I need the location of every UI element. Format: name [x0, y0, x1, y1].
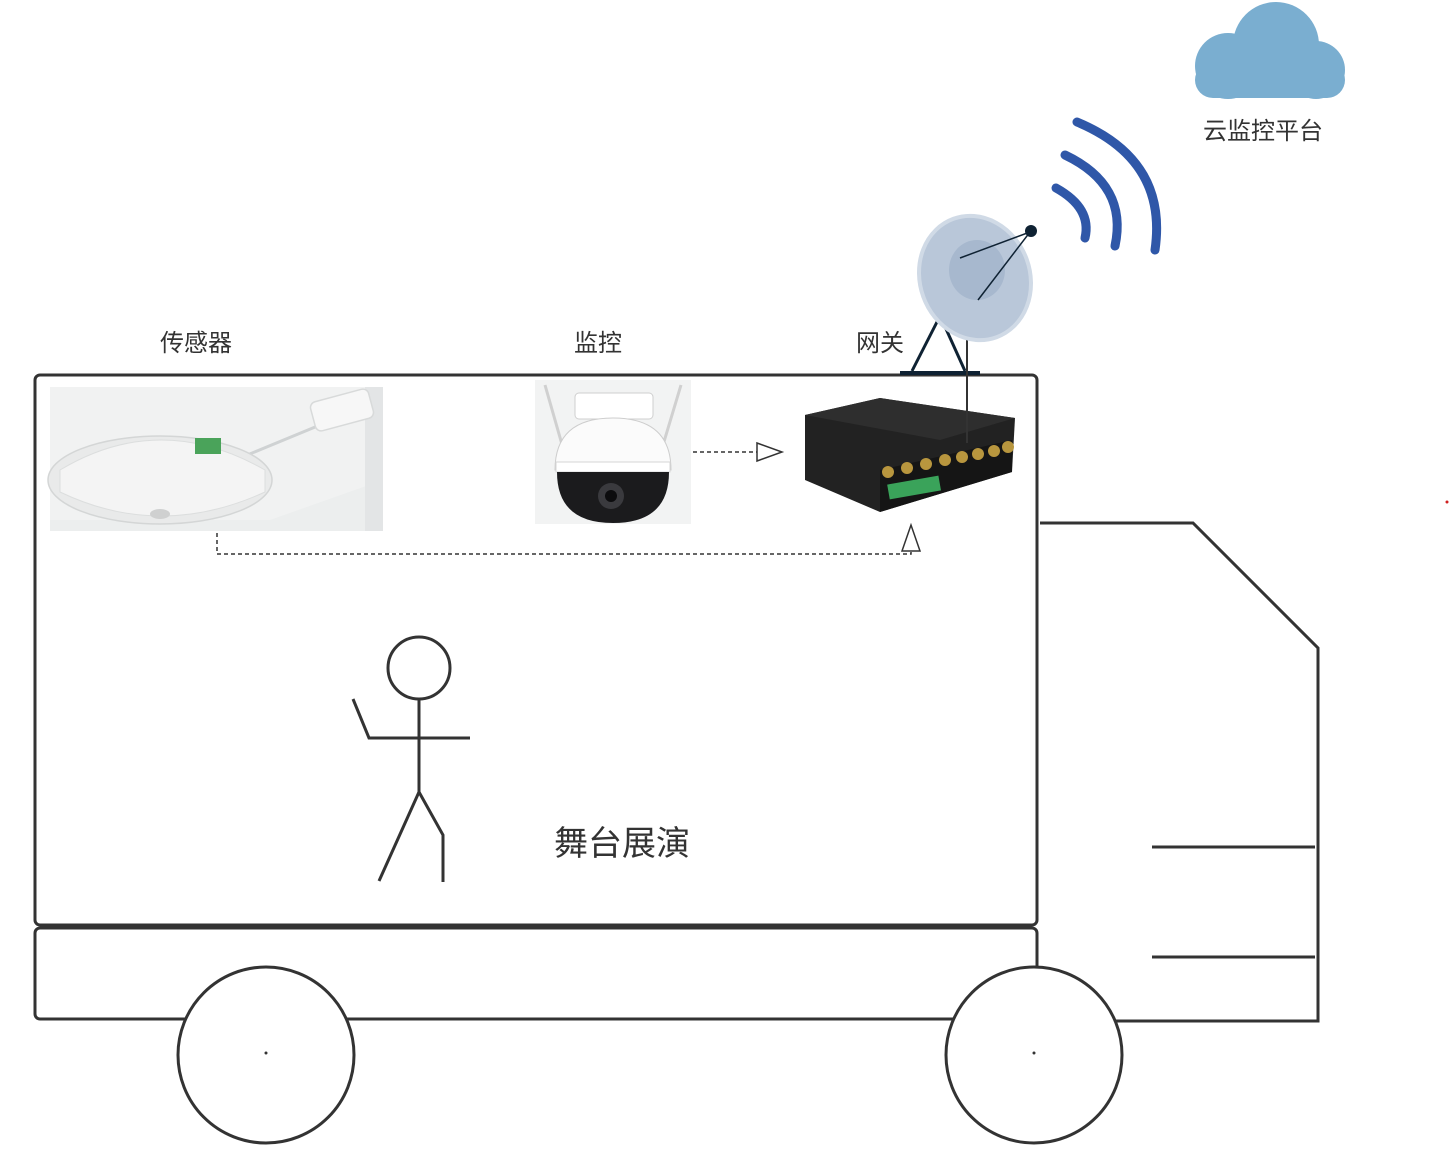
satellite-dish-icon [900, 213, 1037, 443]
gateway-router-icon [805, 398, 1015, 512]
stick-figure-icon [351, 635, 470, 882]
dome-camera-icon [535, 380, 691, 524]
truck-chassis [33, 926, 1039, 1021]
sensor-device-icon [47, 387, 383, 531]
truck-cab [1040, 521, 1320, 1023]
wheel-front [944, 965, 1124, 1145]
wheel-rear [176, 965, 356, 1145]
label-camera: 监控 [574, 329, 622, 357]
truck-cargo-box [33, 373, 1039, 927]
marker-dot [1445, 500, 1449, 504]
label-stage: 舞台展演 [554, 824, 690, 864]
connector-sensor-to-gateway [216, 522, 922, 555]
wireless-signal-icon [1051, 117, 1162, 255]
label-gateway: 网关 [856, 329, 904, 357]
label-sensor: 传感器 [160, 329, 232, 357]
label-cloud-platform: 云监控平台 [1203, 117, 1323, 145]
cloud-icon [1195, 2, 1345, 99]
connector-camera-to-gateway [693, 441, 785, 463]
